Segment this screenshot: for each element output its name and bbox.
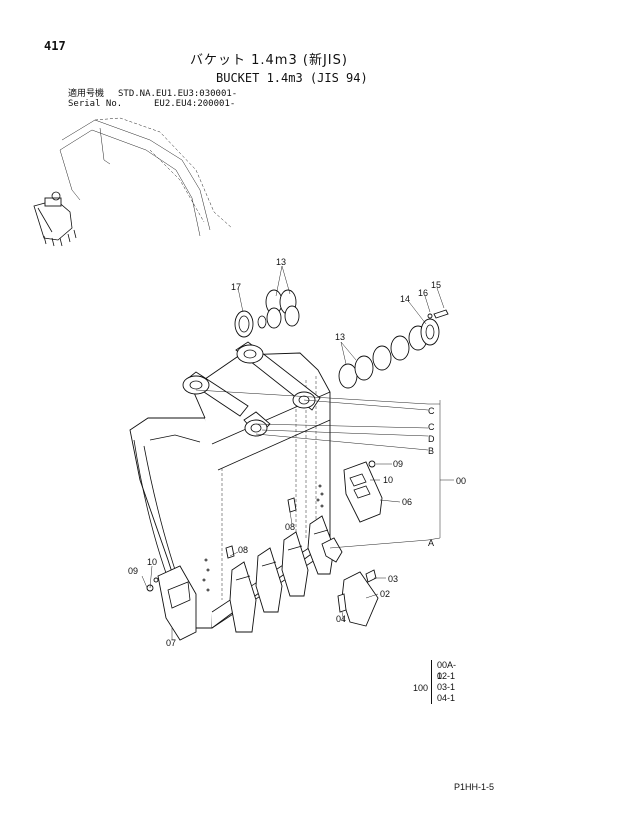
excavator-location-thumbnail: [33, 117, 233, 247]
callout-d: D: [428, 434, 435, 444]
callout-17: 17: [231, 282, 241, 292]
exploded-tooth-assembly: [321, 537, 379, 627]
footer-drawing-code: P1HH-1-5: [454, 782, 495, 792]
serial-range-line-1: STD.NA.EU1.EU3:030001-: [118, 89, 238, 99]
callout-09-right: 09: [393, 459, 403, 469]
callout-16: 16: [418, 288, 428, 298]
callout-02: 02: [380, 589, 390, 599]
callout-15: 15: [431, 280, 441, 290]
kit-item: 04-1: [437, 693, 456, 703]
kit-item: 03-1: [437, 682, 456, 692]
page-title-english: BUCKET 1.4m3 (JIS 94): [216, 71, 368, 85]
shim-ring-set-upper: [234, 289, 300, 338]
kit-quantity: 100: [413, 683, 429, 693]
callout-14: 14: [400, 294, 410, 304]
callout-a: A: [428, 538, 434, 548]
callout-04: 04: [336, 614, 346, 624]
callout-leaders: [141, 265, 454, 640]
serial-label-japanese: 適用号機: [68, 89, 105, 99]
callout-07: 07: [166, 638, 176, 648]
bucket-teeth: [229, 515, 335, 633]
callout-09-left: 09: [128, 566, 138, 576]
page-title-japanese: バケット 1.4m3 (新JIS): [190, 53, 348, 68]
callout-10-right: 10: [383, 475, 393, 485]
callout-06: 06: [402, 497, 412, 507]
side-cutter-right: [287, 460, 383, 523]
callout-c-first: C: [428, 406, 435, 416]
kit-item-list: 00A-1 02-1 03-1 04-1: [431, 660, 456, 704]
callout-10-left: 10: [147, 557, 157, 567]
callout-08-left: 08: [238, 545, 248, 555]
callout-13-lower: 13: [335, 332, 345, 342]
serial-range-line-2: EU2.EU4:200001-: [154, 99, 236, 109]
kit-item: 02-1: [437, 671, 456, 681]
side-cutter-left: [146, 545, 235, 641]
serial-label-english: Serial No.: [68, 99, 123, 109]
page-number: 417: [44, 39, 66, 53]
shim-ring-set-lower: [338, 309, 449, 389]
callout-13-upper: 13: [276, 257, 286, 267]
callout-b: B: [428, 446, 434, 456]
callout-08-middle: 08: [285, 522, 295, 532]
callout-03: 03: [388, 574, 398, 584]
callout-00: 00: [456, 476, 466, 486]
kit-item: 00A-1: [437, 660, 457, 681]
callout-c-second: C: [428, 422, 435, 432]
